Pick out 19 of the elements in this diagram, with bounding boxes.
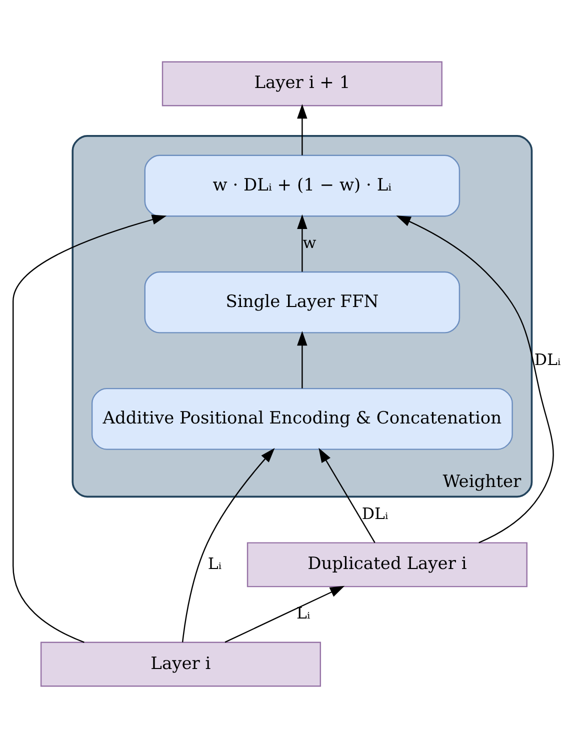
arrow	[297, 330, 308, 388]
arrow	[297, 214, 308, 272]
node-box: Duplicated Layer i	[246, 542, 528, 587]
node-box: w · DLᵢ + (1 − w) · Lᵢ	[144, 154, 460, 216]
arrow	[224, 585, 345, 642]
node-box: Layer i + 1	[162, 60, 442, 106]
edge-label: Lᵢ	[296, 603, 310, 622]
edge-label: Lᵢ	[208, 553, 222, 572]
node-box: Layer i	[40, 641, 321, 686]
node-box: Single Layer FFN	[144, 270, 460, 333]
arrow	[297, 104, 308, 155]
arrow	[12, 214, 167, 642]
edge-label: DLᵢ	[534, 349, 561, 368]
node-box: Additive Positional Encoding & Concatenation	[91, 387, 513, 450]
arrow	[396, 215, 554, 543]
arrow	[318, 447, 376, 542]
edge-label: DLᵢ	[362, 504, 388, 523]
edge-label: w	[302, 232, 316, 252]
arrow	[182, 448, 275, 642]
